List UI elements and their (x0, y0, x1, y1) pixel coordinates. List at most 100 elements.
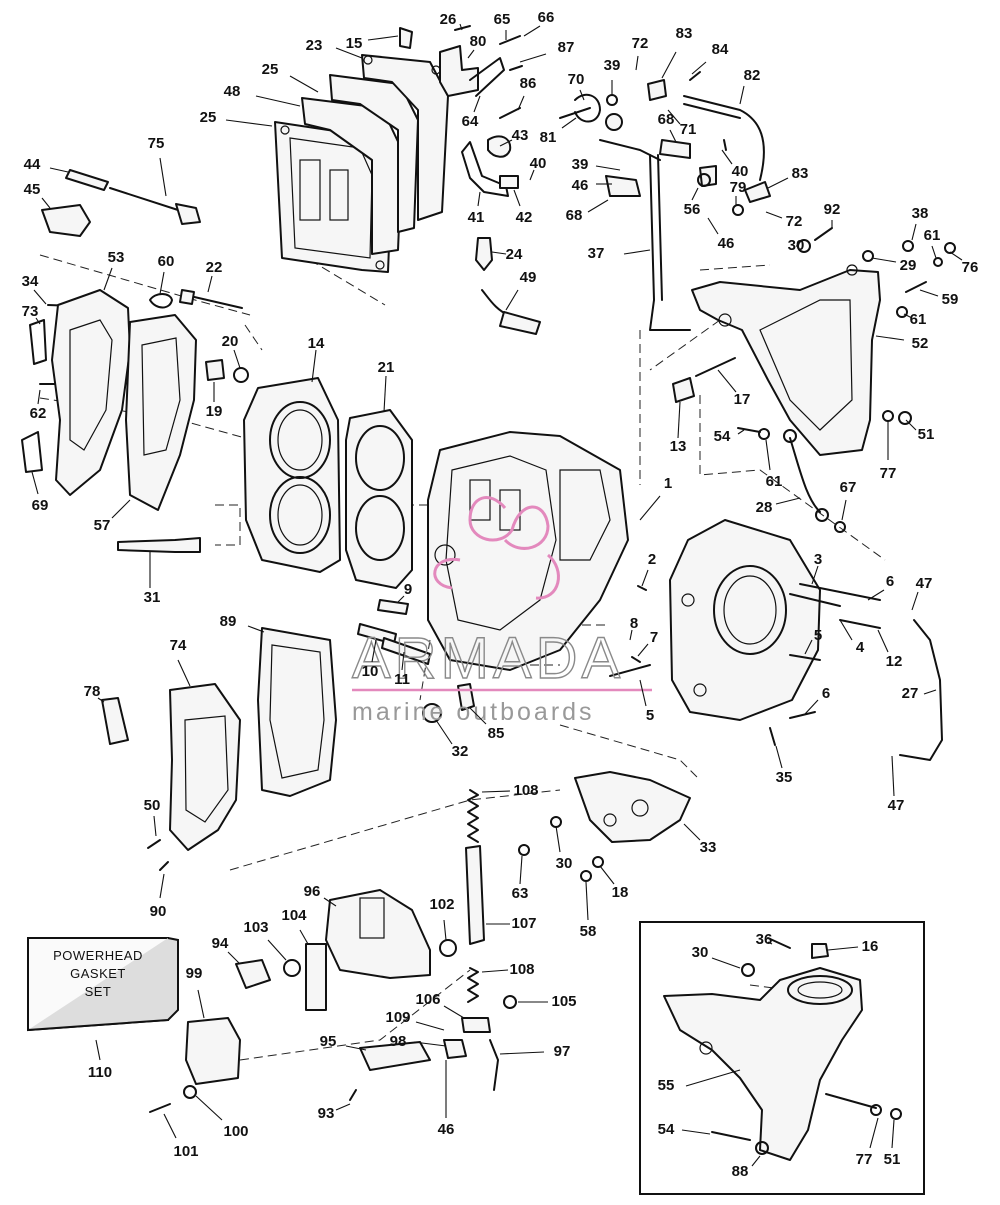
part-callout-65: 65 (494, 11, 511, 28)
callout-leader (473, 95, 481, 113)
callout-leader (103, 267, 113, 291)
part-callout-13: 13 (670, 438, 687, 455)
part-callout-17: 17 (734, 391, 751, 408)
callout-leader (677, 401, 681, 439)
callout-leader (707, 217, 719, 235)
part-callout-22: 22 (206, 259, 223, 276)
callout-leader (31, 471, 39, 495)
callout-leader (255, 95, 301, 107)
callout-leader (841, 499, 847, 521)
callout-leader (669, 129, 677, 143)
part-callout-1: 1 (664, 475, 672, 492)
part-callout-5: 5 (646, 707, 654, 724)
part-callout-108: 108 (513, 782, 538, 799)
part-callout-61: 61 (910, 311, 927, 328)
part-callout-97: 97 (554, 1043, 571, 1060)
callout-leader (595, 165, 621, 171)
part-callout-30: 30 (692, 944, 709, 961)
callout-leader (37, 389, 41, 405)
callout-leader (721, 149, 733, 165)
part-callout-63: 63 (512, 885, 529, 902)
part-callout-47: 47 (888, 797, 905, 814)
part-callout-43: 43 (512, 127, 529, 144)
exhaust-cover-gaskets (274, 54, 449, 273)
part-callout-79: 79 (730, 179, 747, 196)
callout-leader (367, 35, 399, 41)
gasket-box-line1: POWERHEAD (53, 948, 143, 963)
part-callout-106: 106 (415, 991, 440, 1008)
callout-leader (555, 825, 561, 853)
part-callout-104: 104 (281, 907, 307, 924)
callout-leader (635, 55, 639, 71)
callout-leader (661, 51, 677, 79)
part-callout-89: 89 (220, 613, 237, 630)
part-callout-56: 56 (684, 201, 701, 218)
part-callout-40: 40 (732, 163, 749, 180)
callout-leader (435, 719, 453, 745)
part-callout-4: 4 (856, 639, 865, 656)
intake-cover-and-gasket (147, 627, 337, 871)
gasket-set-box: POWERHEAD GASKET SET (27, 937, 179, 1032)
part-callout-77: 77 (880, 465, 897, 482)
part-callout-88: 88 (732, 1163, 749, 1180)
part-callout-6: 6 (822, 685, 830, 702)
callout-leader (639, 679, 647, 707)
callout-leader (875, 335, 905, 341)
callout-leader (767, 177, 789, 189)
part-callout-20: 20 (222, 333, 239, 350)
part-callout-54: 54 (658, 1121, 675, 1138)
part-callout-41: 41 (468, 209, 485, 226)
callout-leader (335, 47, 363, 59)
part-callout-8: 8 (630, 615, 638, 632)
callout-leader (41, 197, 51, 209)
part-callout-81: 81 (540, 129, 557, 146)
callout-leader (323, 897, 337, 907)
part-callout-73: 73 (22, 303, 39, 320)
part-callout-25: 25 (200, 109, 217, 126)
part-callout-67: 67 (840, 479, 857, 496)
part-callout-66: 66 (538, 9, 555, 26)
callout-leader (691, 187, 699, 201)
callout-leader (519, 53, 547, 63)
throttle-linkage-parts (399, 25, 523, 197)
callout-leader (775, 745, 783, 769)
callout-leader (811, 565, 819, 585)
part-callout-107: 107 (511, 915, 536, 932)
part-callout-40: 40 (530, 155, 547, 172)
part-callout-37: 37 (588, 245, 605, 262)
callout-leader (499, 1051, 545, 1055)
choke-solenoid-parts (149, 889, 431, 1113)
callout-leader (681, 1129, 711, 1135)
callout-leader (397, 595, 405, 603)
part-callout-51: 51 (918, 426, 935, 443)
part-callout-69: 69 (32, 497, 49, 514)
part-callout-5: 5 (814, 627, 822, 644)
part-callout-87: 87 (558, 39, 575, 56)
bypass-cover (21, 204, 197, 745)
watermark-subtitle: marine outboards (352, 698, 595, 726)
part-callout-62: 62 (30, 405, 47, 422)
part-callout-90: 90 (150, 903, 167, 920)
callout-leader (877, 629, 889, 653)
part-callout-75: 75 (148, 135, 165, 152)
callout-leader (335, 1103, 351, 1111)
part-callout-30: 30 (788, 237, 805, 254)
callout-leader (195, 1095, 223, 1121)
part-callout-25: 25 (262, 61, 279, 78)
callout-leader (561, 117, 577, 129)
callout-leader (827, 946, 859, 951)
part-callout-52: 52 (912, 335, 929, 352)
callout-leader (867, 589, 885, 601)
part-callout-53: 53 (108, 249, 125, 266)
callout-leader (839, 619, 853, 641)
callout-leader (529, 169, 535, 181)
part-callout-84: 84 (712, 41, 729, 58)
callout-leader (197, 989, 205, 1019)
callout-leader (299, 929, 309, 945)
gasket-box-line2: GASKET (70, 966, 126, 981)
callout-leader (923, 689, 937, 695)
part-callout-95: 95 (320, 1033, 337, 1050)
